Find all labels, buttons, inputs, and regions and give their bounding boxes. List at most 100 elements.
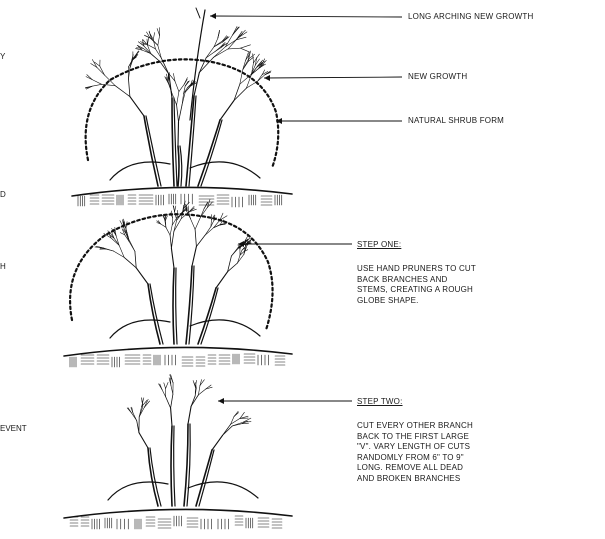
stem-outline bbox=[201, 288, 218, 344]
shrub-natural-form bbox=[85, 27, 278, 187]
branch bbox=[216, 272, 228, 288]
branch bbox=[164, 383, 166, 389]
dashed-outline bbox=[70, 214, 272, 330]
branch bbox=[170, 235, 171, 248]
stem-outline bbox=[201, 120, 222, 186]
branch bbox=[206, 47, 214, 58]
branch bbox=[177, 105, 179, 122]
branch bbox=[188, 406, 191, 424]
branch bbox=[162, 390, 166, 397]
branch bbox=[192, 247, 196, 267]
step-one-text: USE HAND PRUNERS TO CUT BACK BRANCHES AN… bbox=[357, 264, 507, 306]
margin-fragment: H bbox=[0, 262, 6, 271]
dashed-outline bbox=[86, 59, 279, 168]
leader-arrowhead bbox=[210, 13, 216, 19]
branch bbox=[166, 382, 169, 388]
branch bbox=[139, 433, 148, 449]
branch bbox=[157, 29, 160, 36]
branch bbox=[220, 101, 234, 121]
step-one-line: GLOBE SHAPE. bbox=[357, 296, 507, 307]
stem bbox=[148, 448, 158, 506]
branch bbox=[231, 248, 238, 256]
step-two-title: STEP TWO: bbox=[357, 397, 403, 407]
branch bbox=[105, 249, 113, 251]
stem-outline bbox=[174, 426, 175, 506]
ground bbox=[72, 187, 292, 207]
branch bbox=[97, 67, 105, 75]
step-two-line: LONG. REMOVE ALL DEAD bbox=[357, 463, 507, 474]
step-two-line: BACK TO THE FIRST LARGE bbox=[357, 432, 507, 443]
branch bbox=[177, 92, 179, 105]
branch bbox=[234, 411, 238, 416]
branch bbox=[171, 231, 174, 248]
stem bbox=[196, 450, 212, 506]
margin-fragment: EVENT bbox=[0, 424, 27, 433]
step-two-line: CUT EVERY OTHER BRANCH bbox=[357, 421, 507, 432]
branch bbox=[175, 206, 176, 212]
stem-outline bbox=[150, 284, 163, 344]
branch bbox=[215, 48, 221, 52]
branch bbox=[100, 66, 105, 75]
branch bbox=[212, 435, 223, 450]
stem bbox=[198, 288, 216, 344]
branch bbox=[92, 84, 102, 86]
branch bbox=[166, 397, 171, 408]
branch bbox=[171, 248, 174, 268]
branch bbox=[228, 48, 240, 49]
branch bbox=[135, 251, 136, 267]
stem-outline bbox=[199, 450, 214, 506]
stem bbox=[178, 146, 179, 186]
branch bbox=[129, 79, 130, 97]
branch bbox=[195, 217, 201, 229]
branch bbox=[158, 45, 162, 58]
ground-line bbox=[64, 509, 292, 518]
leader-line bbox=[210, 16, 402, 17]
leader-line bbox=[264, 77, 402, 78]
branch bbox=[238, 254, 244, 263]
step-two-line: "V". VARY LENGTH OF CUTS bbox=[357, 442, 507, 453]
stem-outline bbox=[174, 98, 177, 186]
branch bbox=[171, 394, 173, 408]
lower-lobe bbox=[190, 162, 260, 178]
label-long-arching-growth: LONG ARCHING NEW GROWTH bbox=[408, 12, 534, 22]
lower-lobe bbox=[190, 320, 260, 336]
branch bbox=[130, 97, 144, 116]
branch bbox=[131, 413, 136, 421]
branch bbox=[195, 229, 196, 246]
stem bbox=[184, 424, 188, 506]
branch bbox=[115, 86, 130, 97]
branch bbox=[158, 36, 160, 46]
branch bbox=[171, 408, 172, 426]
step-two-line: RANDOMLY FROM 6" TO 9" bbox=[357, 453, 507, 464]
label-new-growth: NEW GROWTH bbox=[408, 72, 467, 82]
branch bbox=[238, 255, 241, 263]
branch bbox=[233, 27, 239, 35]
ground bbox=[64, 347, 292, 367]
branch bbox=[124, 257, 136, 267]
branch bbox=[136, 268, 148, 284]
branch bbox=[179, 84, 184, 91]
branch bbox=[92, 80, 102, 85]
lower-lobe bbox=[110, 162, 170, 180]
branch bbox=[254, 54, 260, 63]
branch bbox=[206, 52, 215, 58]
stem-outline bbox=[180, 146, 182, 186]
step-two-line: AND BROKEN BRANCHES bbox=[357, 474, 507, 485]
step-one-line: BACK BRANCHES AND bbox=[357, 275, 507, 286]
margin-fragment: Y bbox=[0, 52, 5, 61]
arching-shoot-tip bbox=[196, 8, 200, 18]
stem bbox=[173, 268, 174, 344]
branch bbox=[147, 38, 148, 45]
label-natural-shrub-form: NATURAL SHRUB FORM bbox=[408, 116, 504, 126]
branch bbox=[191, 219, 196, 230]
branch bbox=[240, 48, 250, 52]
leader-arrowhead bbox=[218, 398, 224, 404]
stem bbox=[144, 116, 158, 186]
step-one-line: USE HAND PRUNERS TO CUT bbox=[357, 264, 507, 275]
branch bbox=[127, 408, 131, 413]
stem-outline bbox=[146, 116, 161, 186]
branch bbox=[153, 33, 154, 40]
branch bbox=[175, 81, 179, 92]
shrub-step-two bbox=[108, 374, 258, 506]
